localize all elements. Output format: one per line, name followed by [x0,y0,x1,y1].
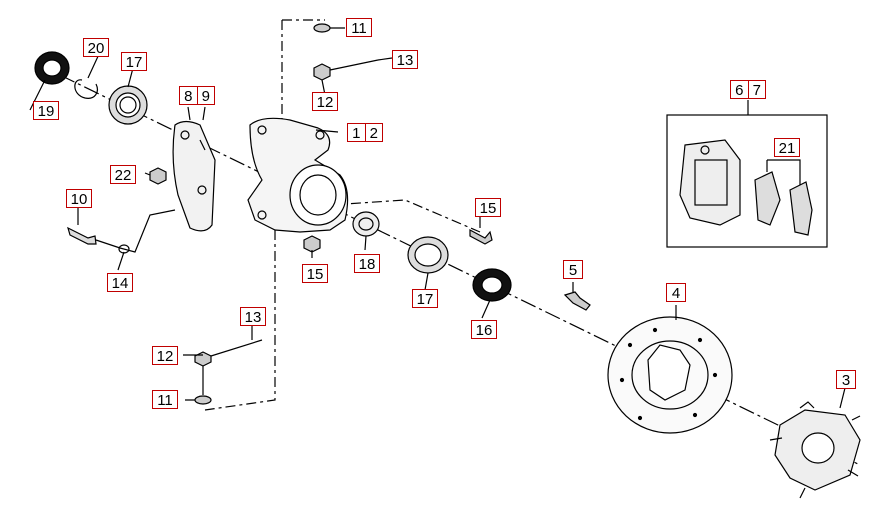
callout-10: 10 [66,189,92,208]
spacer-18 [352,211,380,237]
oil-seal-19 [34,51,70,85]
brake-disc-4 [607,316,733,434]
callout-16: 16 [471,320,497,339]
callout-17-upper: 17 [121,52,147,71]
callout-20: 20 [83,38,109,57]
callout-13-lower: 13 [240,307,266,326]
caliper-6-7 [679,139,741,226]
bearing-17-upper [108,85,148,125]
callout-6-7: 6 7 [730,80,766,99]
callout-11-lower: 11 [152,390,178,409]
callout-6: 6 [731,81,749,99]
callout-19: 19 [33,101,59,120]
callout-11-upper: 11 [346,18,372,37]
bearing-17-lower [407,236,449,274]
bracket-8-9 [172,120,216,232]
seal-16 [472,268,512,302]
callout-17-lower: 17 [412,289,438,308]
callout-21: 21 [774,138,800,157]
nut-22 [149,167,167,185]
callout-1: 1 [348,124,366,142]
callout-7: 7 [752,82,761,99]
callout-8: 8 [180,87,198,105]
bolt-10 [67,226,97,245]
callout-12-lower: 12 [152,346,178,365]
callout-3: 3 [836,370,856,389]
callout-18: 18 [354,254,380,273]
callout-8-9: 8 9 [179,86,215,105]
callout-15-right: 15 [475,198,501,217]
inset-box [666,114,828,248]
callout-15-lower: 15 [302,264,328,283]
knuckle-1-2 [247,117,349,233]
wire-14 [95,209,176,253]
brake-pads-21 [754,159,813,236]
callout-1-2: 1 2 [347,123,383,142]
callout-5: 5 [563,260,583,279]
callout-2: 2 [369,125,378,142]
hub-3 [769,401,861,499]
callout-14: 14 [107,273,133,292]
callout-9: 9 [201,88,210,105]
callout-22: 22 [110,165,136,184]
callout-13-upper: 13 [392,50,418,69]
callout-12-upper: 12 [312,92,338,111]
callout-4: 4 [666,283,686,302]
circlip-20 [74,79,98,99]
